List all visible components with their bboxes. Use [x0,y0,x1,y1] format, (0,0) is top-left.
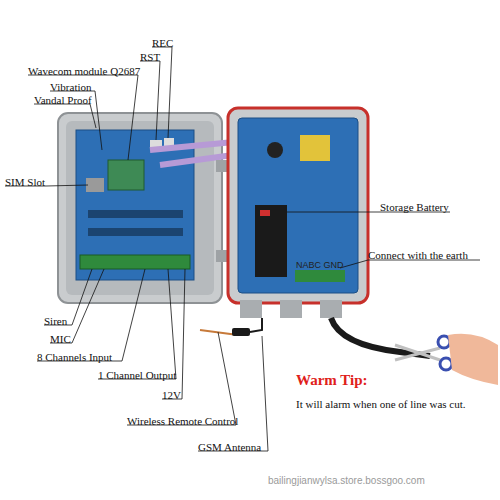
terminal-strip [80,255,190,269]
scissors-handle [440,358,452,370]
leader-line [37,269,145,361]
button-label: RST [140,51,160,63]
antenna-connector [232,328,250,336]
warning-heading: Warm Tip: [296,372,368,389]
port-label: 1 Channel Output [98,369,176,381]
port-label: Siren [44,315,67,327]
accessory-label: GSM Antenna [198,441,261,453]
leader-line [50,269,104,343]
power-board [238,118,358,293]
leader-line [140,61,160,140]
relay-row [88,228,183,236]
sim-slot [86,178,104,192]
right-enclosure [228,108,368,303]
scissors-handle [438,336,450,348]
relay-row [88,210,183,218]
port-label: 8 Channels Input [37,351,112,363]
button-label: REC [152,37,173,49]
scissors-blade [395,345,440,360]
transformer [300,135,330,161]
cable-gland [320,300,342,318]
cable-gland [240,300,262,318]
battery-terminal [260,210,270,216]
module-label: Wavecom module Q2687 [28,65,140,77]
hand [448,334,498,385]
feature-label: Vandal Proof [34,94,92,106]
slot-label: SIM Slot [5,176,45,188]
sensor-label: Vibration [50,81,92,93]
accessory-label: Wireless Remote Control [127,415,238,427]
leader-lines [5,47,480,451]
watermark: bailingjianwylsa.store.bossgoo.com [268,475,425,487]
part-label: Storage Battery [380,201,449,213]
power-label: 12V [162,389,181,401]
cable-gland [280,300,302,318]
leader-line [198,336,268,451]
storage-battery [255,205,287,277]
warning-note: It will alarm when one of line was cut. [296,398,466,410]
port-label: MIC [50,333,71,345]
output-terminal [295,270,345,282]
gsm-module [108,160,144,190]
capacitor [267,142,283,158]
pin-label: NABC GND [296,259,344,271]
part-label: Connect with the earth [368,249,468,261]
leader-line [340,260,480,268]
antenna-lead [250,318,262,332]
leader-line [28,75,138,160]
leader-line [34,104,96,128]
left-enclosure [58,113,222,303]
main-board [76,130,194,280]
